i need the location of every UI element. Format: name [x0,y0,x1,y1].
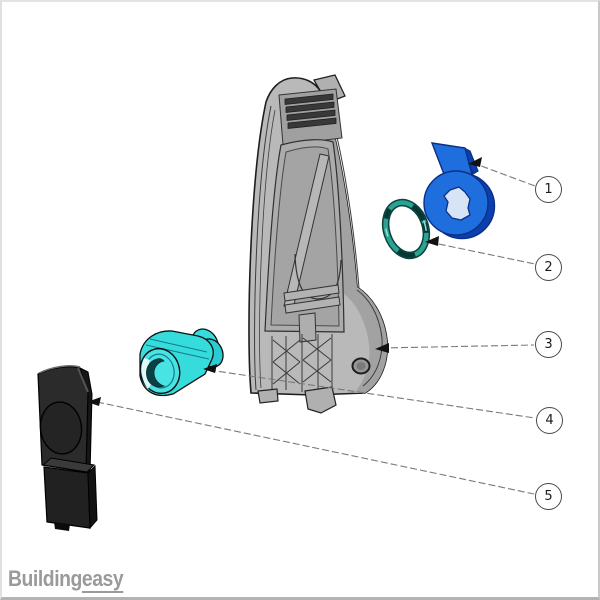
leader-line-1 [471,161,536,187]
callout-3-number: 3 [544,337,553,352]
leader-line-5 [96,401,535,495]
leader-line-3 [380,344,535,349]
callout-3: 3 [535,331,562,358]
housing-vent-slats [284,93,337,129]
housing-foot [257,388,279,404]
callout-5-number: 5 [544,489,553,504]
watermark-prefix: Building [8,566,82,591]
housing-cross-bar [284,296,341,314]
housing-arch-detail [294,253,342,300]
cover-ellipse-engraving [39,401,83,455]
callout-1: 1 [535,176,562,203]
cover-corner-bevel [77,367,89,393]
housing-mount-hole-inner [356,362,366,370]
callout-4: 4 [536,407,563,434]
callout-2: 2 [535,254,562,281]
cover-bottom-notch [54,522,70,531]
ring-highlight [384,201,428,257]
housing-bulge-line [356,289,383,387]
housing-cross-bar [283,284,340,302]
cam-part [423,142,496,240]
lock-cylinder-part [139,328,224,397]
cover-block-top [41,457,96,473]
arrowhead-4 [203,364,217,373]
cover-top-highlight [38,365,81,374]
cylinder-key-slot [146,358,166,388]
watermark-suffix: easy [81,566,124,593]
housing-center-post [298,312,317,343]
arrowhead-1 [468,157,482,167]
cover-flap-part [37,365,98,531]
arrowhead-2 [425,236,439,246]
housing-lower-ribs [271,334,333,392]
leader-line-4 [208,369,536,419]
cylinder-ridges [145,338,210,360]
arrowhead-5 [87,397,101,406]
buildingeasy-watermark: Buildingeasy [8,566,124,593]
cover-block-side [87,464,98,530]
leader-arrowheads [87,157,482,406]
housing-contour-line [254,105,272,391]
callout-1-number: 1 [544,182,553,197]
latch-housing-part [248,74,389,414]
callout-5: 5 [535,483,562,510]
leader-line-2 [428,241,536,265]
cam-keyhole-cutout [443,186,471,221]
callout-2-number: 2 [544,260,553,275]
housing-foot [304,386,337,414]
housing-contour-line [259,109,276,389]
leader-lines [96,161,536,495]
arrowhead-3 [375,343,389,353]
cover-block-front [43,466,91,529]
retaining-ring-part [381,198,431,260]
callout-4-number: 4 [545,413,554,428]
